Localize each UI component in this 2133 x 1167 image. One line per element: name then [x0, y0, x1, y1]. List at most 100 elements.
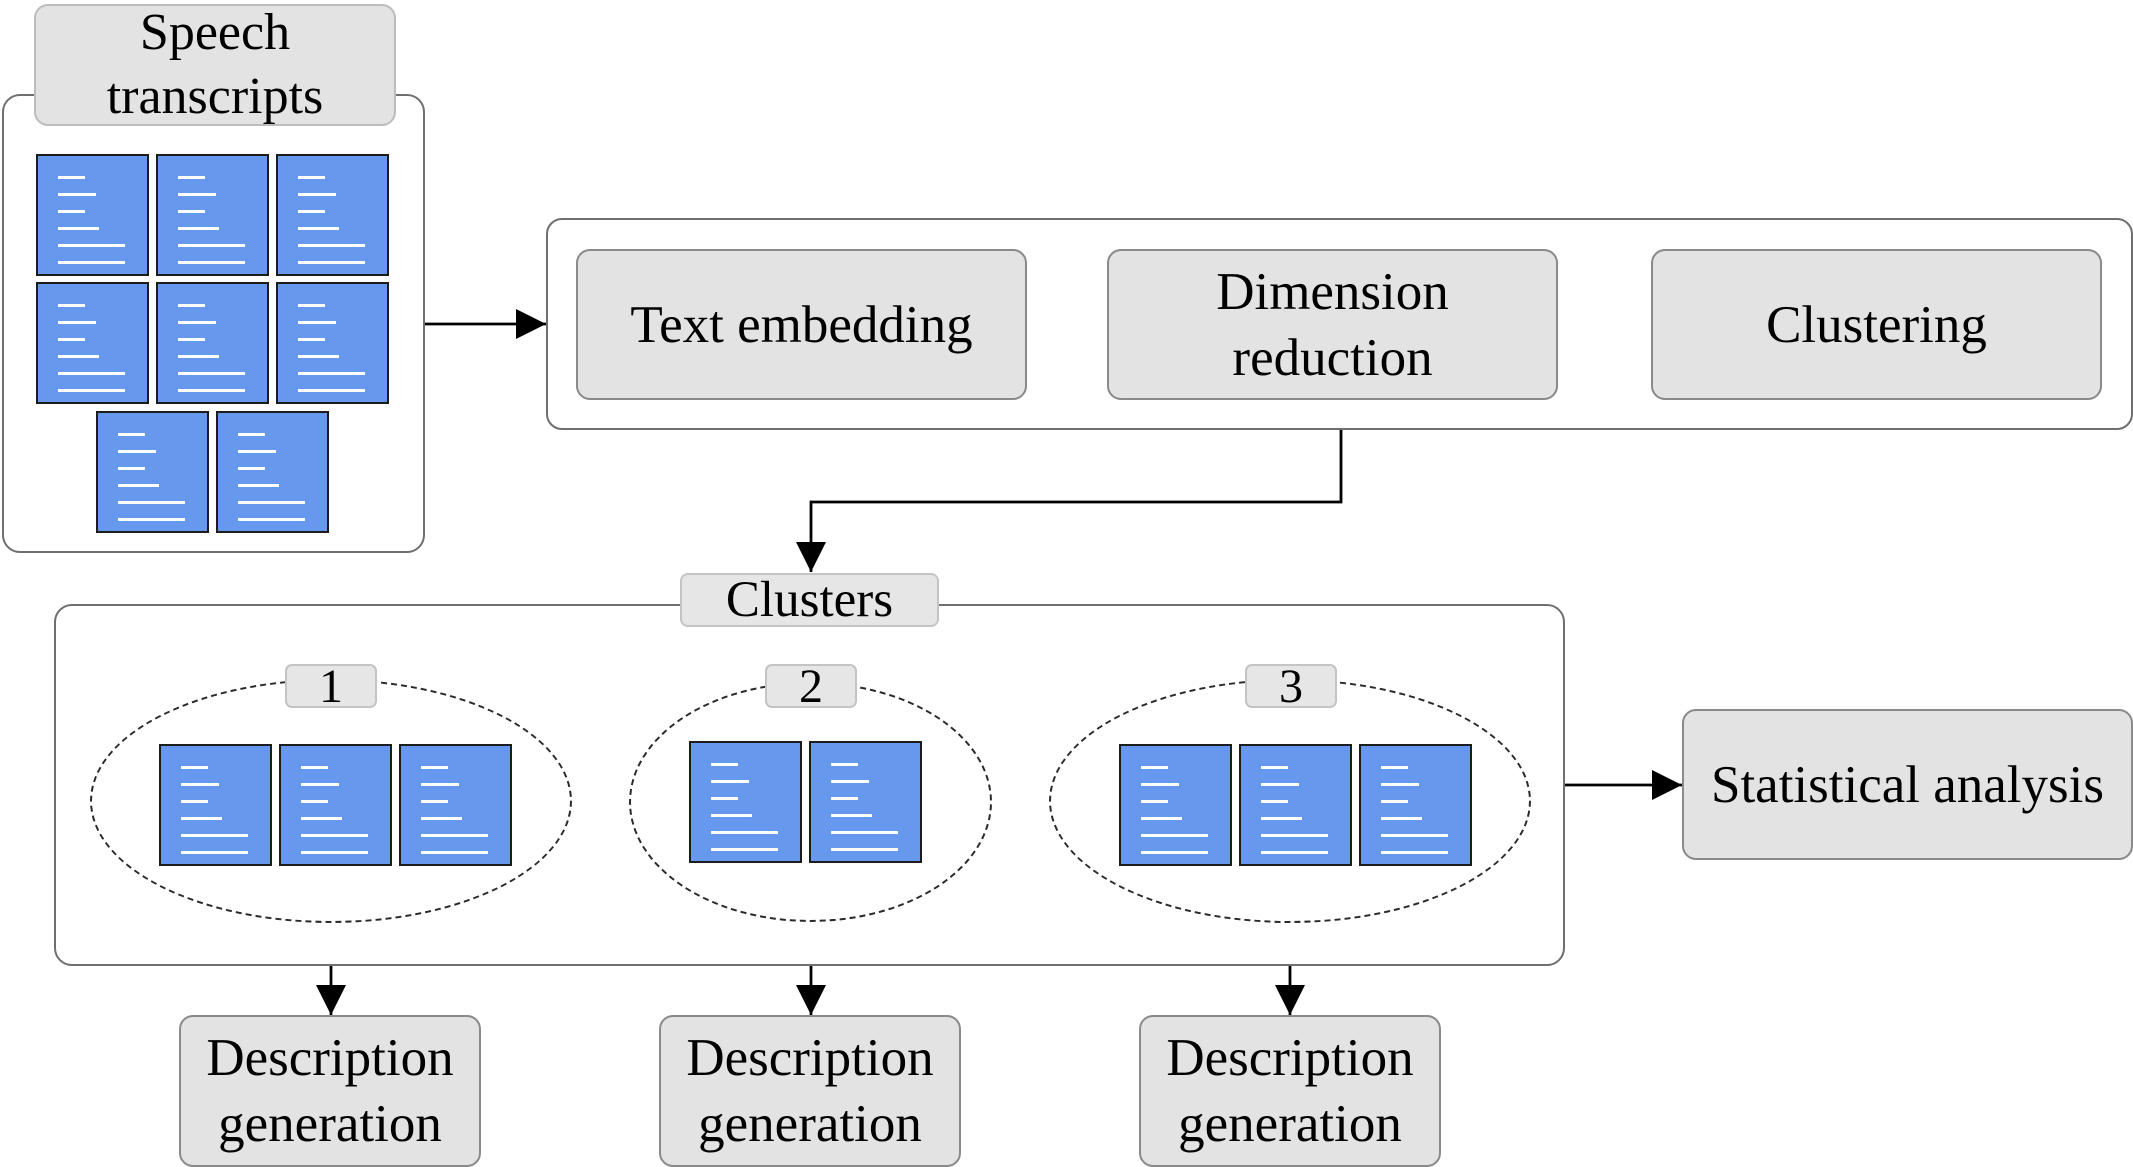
document-icon [36, 282, 149, 409]
step-label: Clustering [1766, 295, 1987, 354]
document-text-line [298, 338, 325, 341]
step-text-embedding: Text embedding [576, 249, 1027, 400]
document-text-line [1381, 817, 1422, 820]
document-text-line [831, 865, 862, 868]
document-icon [809, 741, 922, 868]
document-text-line [178, 278, 209, 281]
document-text-line [58, 193, 96, 196]
document-text-line [58, 406, 89, 409]
document-text-line [421, 817, 462, 820]
statistical-analysis-label: Statistical analysis [1710, 755, 2105, 814]
cluster-3-id: 3 [1245, 660, 1337, 713]
document-text-line [711, 763, 738, 766]
document-text-line [178, 406, 209, 409]
document-text-line [298, 389, 365, 392]
document-text-line [181, 817, 222, 820]
document-text-line [711, 831, 778, 834]
document-icon [1359, 744, 1472, 871]
document-text-line [58, 355, 99, 358]
document-text-line [421, 783, 459, 786]
document-text-line [1141, 800, 1168, 803]
document-text-line [178, 338, 205, 341]
document-text-line [178, 355, 219, 358]
document-icon [96, 411, 209, 538]
document-text-line [421, 851, 488, 854]
document-text-line [1141, 766, 1168, 769]
document-text-line [118, 433, 145, 436]
document-text-line [1381, 783, 1419, 786]
document-text-line [238, 501, 305, 504]
document-text-line [181, 834, 248, 837]
step-label: Dimension reduction [1216, 262, 1449, 387]
description-generation-2: Description generation [659, 1015, 961, 1167]
document-icon [156, 282, 269, 409]
document-text-line [1261, 800, 1288, 803]
document-text-line [58, 210, 85, 213]
document-text-line [1261, 834, 1328, 837]
document-icon [1119, 744, 1232, 871]
step-dimension-reduction: Dimension reduction [1107, 249, 1558, 400]
document-text-line [711, 865, 742, 868]
document-text-line [831, 831, 898, 834]
document-text-line [298, 261, 365, 264]
document-text-line [58, 244, 125, 247]
document-icon [279, 744, 392, 871]
document-text-line [58, 304, 85, 307]
description-generation-3: Description generation [1139, 1015, 1441, 1167]
document-text-line [421, 834, 488, 837]
document-text-line [58, 321, 96, 324]
document-text-line [181, 766, 208, 769]
document-text-line [58, 372, 125, 375]
document-text-line [1261, 817, 1302, 820]
document-icon [276, 282, 389, 409]
document-icon [159, 744, 272, 871]
document-text-line [1261, 783, 1299, 786]
document-text-line [711, 797, 738, 800]
description-generation-1: Description generation [179, 1015, 481, 1167]
document-text-line [118, 484, 159, 487]
document-text-line [1141, 834, 1208, 837]
document-text-line [831, 763, 858, 766]
cluster-id-text: 1 [319, 659, 343, 713]
document-text-line [421, 800, 448, 803]
document-text-line [298, 278, 329, 281]
document-text-line [711, 814, 752, 817]
description-label: Description generation [1166, 1029, 1414, 1153]
document-icon [1239, 744, 1352, 871]
document-text-line [118, 501, 185, 504]
clusters-label: Clusters [680, 572, 939, 628]
document-text-line [301, 800, 328, 803]
document-text-line [711, 780, 749, 783]
document-text-line [1141, 851, 1208, 854]
cluster-id-text: 3 [1279, 659, 1303, 713]
document-text-line [711, 848, 778, 851]
document-icon [399, 744, 512, 871]
document-text-line [178, 304, 205, 307]
document-icon [276, 154, 389, 281]
document-text-line [178, 372, 245, 375]
document-icon [216, 411, 329, 538]
document-icon [36, 154, 149, 281]
document-text-line [178, 321, 216, 324]
document-text-line [301, 834, 368, 837]
document-text-line [181, 783, 219, 786]
document-text-line [58, 338, 85, 341]
document-text-line [298, 321, 336, 324]
document-text-line [58, 176, 85, 179]
document-text-line [301, 783, 339, 786]
document-text-line [298, 244, 365, 247]
cluster-2-id: 2 [765, 660, 857, 713]
document-text-line [178, 244, 245, 247]
document-text-line [831, 780, 869, 783]
document-text-line [58, 261, 125, 264]
step-label: Text embedding [630, 295, 973, 354]
cluster-1-id: 1 [285, 660, 377, 713]
description-label: Description generation [206, 1029, 454, 1153]
document-text-line [1141, 783, 1179, 786]
document-text-line [178, 227, 219, 230]
document-text-line [298, 304, 325, 307]
document-text-line [298, 193, 336, 196]
document-text-line [298, 227, 339, 230]
document-text-line [301, 851, 368, 854]
